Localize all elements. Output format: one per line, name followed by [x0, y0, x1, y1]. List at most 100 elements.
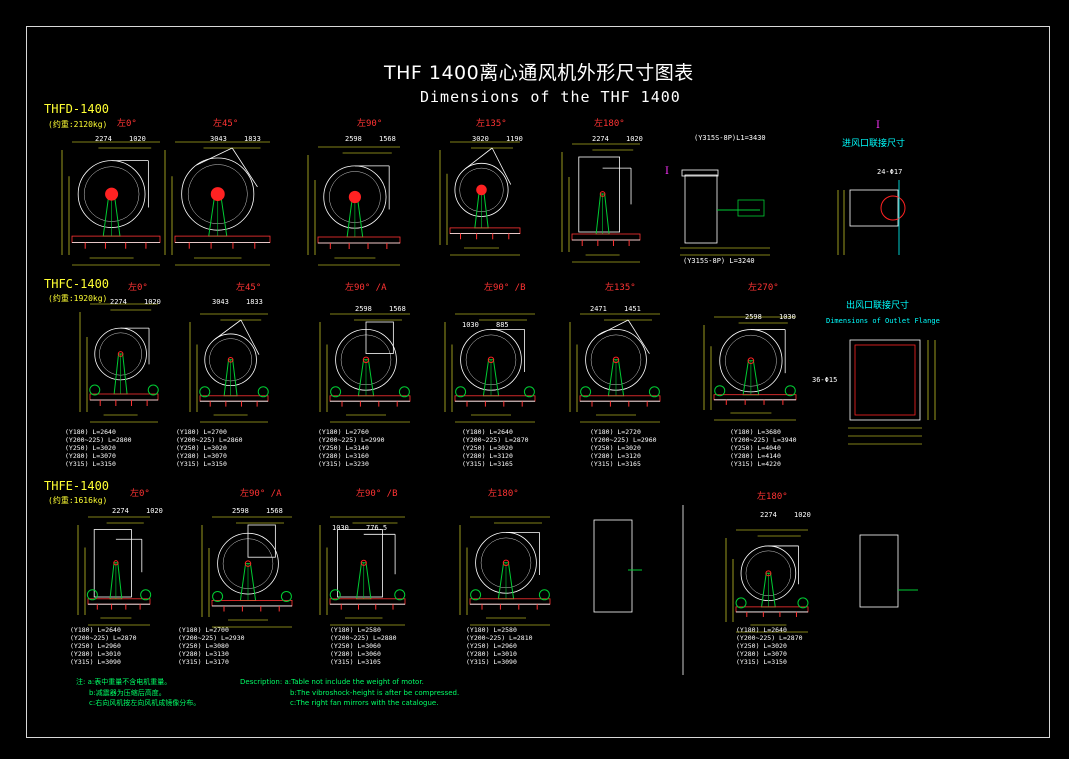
outlet-flange-body [849, 339, 921, 421]
motor-length-entry: (Y280) L=3070 [176, 452, 227, 460]
outlet-duct [240, 319, 260, 355]
motor-body [455, 386, 467, 398]
motor-body [580, 386, 592, 398]
motor-length-entry: (Y180) L=2580 [330, 626, 381, 634]
dimension-value: 1833 [244, 135, 261, 143]
dimension-value: 1020 [129, 135, 146, 143]
motor-body [797, 597, 809, 609]
dimension-value: 2471 [590, 305, 607, 313]
view-label: 左45° [213, 119, 239, 129]
series-name: THFE-1400 [44, 479, 110, 493]
outlet-flange-subtitle: Dimensions of Outlet Flange [826, 317, 940, 325]
outlet-duct [247, 524, 276, 558]
fan-hub [117, 351, 124, 357]
motor-length-entry: (Y315) L=3150 [65, 460, 116, 468]
outlet-duct [195, 147, 233, 166]
dimension-value: 1020 [794, 511, 811, 519]
dimension-value: 1451 [624, 305, 641, 313]
motor-length-entry: (Y200~225) L=3940 [730, 436, 797, 444]
motor-length-entry: (Y180) L=2720 [590, 428, 641, 436]
motor-length-entry: (Y250) L=3020 [176, 444, 227, 452]
view-label: 左90° /B [356, 489, 398, 499]
motor-length-entry: (Y250) L=2960 [466, 642, 517, 650]
dimension-value: 2274 [95, 135, 112, 143]
motor-body [330, 386, 342, 398]
motor-length-entry: (Y315) L=3105 [330, 658, 381, 666]
view-label: 左90° /A [345, 283, 387, 293]
outlet-duct [214, 319, 242, 340]
motor-length-entry: (Y280) L=3160 [318, 452, 369, 460]
fan-hub [487, 356, 495, 364]
fan-hub [476, 184, 487, 196]
inlet-flange-body [849, 189, 899, 227]
motor-length-entry: (Y315) L=3090 [70, 658, 121, 666]
motor-length-entry: (Y280) L=3060 [330, 650, 381, 658]
motor-length-entry: (Y180) L=2640 [70, 626, 121, 634]
side-view-motor [737, 199, 765, 217]
motor-length-entry: (Y200~225) L=2810 [466, 634, 533, 642]
fan-hub [502, 559, 510, 567]
motor-body [257, 386, 269, 398]
view-label: 左135° [605, 283, 636, 293]
motor-body [140, 589, 152, 601]
motor-length-entry: (Y200~225) L=2870 [70, 634, 137, 642]
base-frame [449, 227, 521, 234]
note-en-b: b:The vibroshock-height is after be comp… [290, 689, 460, 697]
view-label: 左0° [130, 489, 150, 499]
dimension-value: 1568 [389, 305, 406, 313]
motor-length-entry: (Y280) L=3070 [736, 650, 787, 658]
view-label: 左45° [236, 283, 262, 293]
motor-bottom-dim: (Y315S-8P) L=3240 [683, 257, 755, 265]
motor-body [394, 589, 406, 601]
base-frame [329, 395, 411, 402]
outlet-flange-inner [854, 344, 916, 416]
motor-length-entry: (Y180) L=2640 [462, 428, 513, 436]
inlet-roman-label: I [876, 120, 880, 131]
outlet-flange-title: 出风口联接尺寸 [846, 301, 910, 311]
note-cn-b: b:减震器为压缩后高度。 [89, 689, 166, 697]
base-frame [735, 606, 809, 613]
fan-hub [765, 570, 772, 577]
fan-hub [227, 356, 234, 363]
title-en: Dimensions of the THF 1400 [420, 88, 681, 106]
motor-length-entry: (Y250) L=3020 [462, 444, 513, 452]
motor-body [784, 385, 796, 397]
dimension-value: 1190 [506, 135, 523, 143]
motor-length-entry: (Y315) L=3165 [462, 460, 513, 468]
base-frame [211, 600, 293, 607]
motor-length-entry: (Y200~225) L=2870 [736, 634, 803, 642]
view-label: 左180° [488, 489, 519, 499]
motor-length-entry: (Y315) L=3170 [178, 658, 229, 666]
fan-hub [599, 191, 606, 197]
motor-body [714, 385, 726, 397]
outlet-duct [365, 321, 394, 354]
dimension-value: 2274 [760, 511, 777, 519]
motor-length-entry: (Y250) L=3080 [178, 642, 229, 650]
inlet-bolt-dim: 24-Φ17 [877, 168, 903, 176]
dimension-value: 2598 [355, 305, 372, 313]
motor-length-entry: (Y250) L=3060 [330, 642, 381, 650]
motor-body [89, 384, 101, 396]
motor-body [199, 386, 211, 398]
motor-body [398, 386, 410, 398]
motor-length-entry: (Y280) L=3010 [466, 650, 517, 658]
motor-length-entry: (Y200~225) L=2960 [590, 436, 657, 444]
motor-length-entry: (Y250) L=3020 [736, 642, 787, 650]
fan-hub [210, 187, 225, 202]
motor-length-entry: (Y200~225) L=2800 [65, 436, 132, 444]
inlet-flange-ring [880, 195, 906, 221]
side-view-casing [593, 519, 633, 613]
motor-body [538, 589, 550, 601]
base-frame [199, 395, 269, 402]
side-view-casing [859, 534, 899, 608]
motor-length-entry: (Y250) L=3020 [65, 444, 116, 452]
dimension-value: 885 [496, 321, 509, 329]
title-cn: THF 1400离心通风机外形尺寸图表 [384, 62, 694, 84]
dimension-value: 2598 [345, 135, 362, 143]
motor-body [86, 589, 98, 601]
motor-length-entry: (Y180) L=2700 [176, 428, 227, 436]
base-frame [174, 235, 271, 243]
dimension-value: 1030 [462, 321, 479, 329]
fan-hub [362, 356, 370, 364]
